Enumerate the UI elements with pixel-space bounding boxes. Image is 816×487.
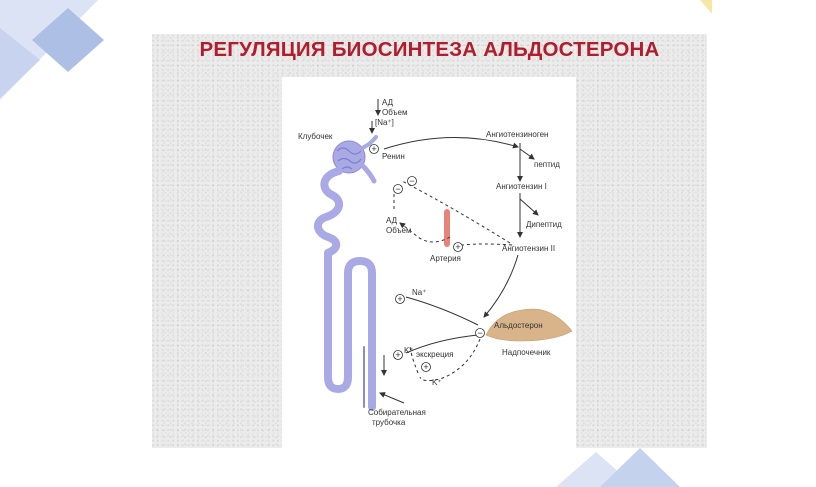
label-sodium-top: [Na⁺] bbox=[375, 118, 394, 127]
arrow-peptide-branch bbox=[519, 148, 535, 160]
label-volume-mid: Объем bbox=[386, 226, 412, 235]
deco-shape-top-right bbox=[700, 0, 712, 14]
arrow-artery-to-volume bbox=[399, 222, 451, 243]
adrenal-gland-shape bbox=[485, 308, 573, 342]
labels: АД Объем [Na⁺] Клубочек Ренин Ангиотензи… bbox=[298, 98, 562, 427]
label-aldosterone: Альдостерон bbox=[494, 321, 543, 330]
artery-shape bbox=[444, 209, 450, 247]
label-k-plus-bottom: K⁺ bbox=[432, 378, 442, 387]
label-angiotensin2: Ангиотензин II bbox=[502, 244, 555, 253]
regulation-markers: + − − + + − + + bbox=[369, 144, 485, 372]
minus-sign-renin-2: − bbox=[395, 184, 400, 194]
arrow-renin-to-angiotensinogen bbox=[383, 137, 519, 150]
label-k-plus: K⁺ bbox=[404, 346, 414, 355]
label-renin: Ренин bbox=[382, 152, 405, 161]
label-sodium: Na⁺ bbox=[412, 288, 426, 297]
slide-title: РЕГУЛЯЦИЯ БИОСИНТЕЗА АЛЬДОСТЕРОНА bbox=[199, 38, 660, 61]
plus-sign-artery: + bbox=[455, 242, 460, 252]
plus-sign-renin: + bbox=[371, 144, 376, 154]
arrow-aldosterone-to-potassium bbox=[405, 334, 479, 354]
arrow-collecting-duct bbox=[379, 392, 405, 404]
nephron-tubule bbox=[314, 167, 376, 411]
arrow-angiotensin2-to-aldosterone bbox=[483, 254, 519, 318]
label-collecting-duct-1: Собирательная bbox=[368, 408, 426, 417]
aldosterone-diagram: + − − + + − + + АД Объем [Na⁺] Клубочек … bbox=[298, 98, 573, 427]
glomerulus bbox=[332, 135, 378, 184]
dashed-arrows bbox=[393, 180, 513, 382]
plus-sign-potassium: + bbox=[395, 350, 400, 360]
arrow-angiotensin2-to-renin bbox=[401, 180, 511, 244]
label-angiotensin1: Ангиотензин I bbox=[496, 182, 547, 191]
deco-shape-bottom-right-2 bbox=[600, 448, 680, 487]
label-glomerulus: Клубочек bbox=[298, 132, 333, 141]
label-peptide: пептид bbox=[534, 160, 560, 169]
arrow-aldosterone-to-sodium bbox=[405, 296, 479, 326]
label-ad-mid: АД bbox=[386, 216, 398, 225]
minus-sign-aldosterone: − bbox=[477, 328, 482, 338]
arrows bbox=[369, 99, 539, 404]
plus-sign-sodium: + bbox=[397, 294, 402, 304]
label-angiotensinogen: Ангиотензиноген bbox=[486, 130, 548, 139]
arrow-k-loop bbox=[409, 344, 419, 374]
label-collecting-duct-2: трубочка bbox=[372, 418, 406, 427]
label-artery: Артерия bbox=[430, 254, 461, 263]
minus-sign-renin-1: − bbox=[409, 176, 414, 186]
arrow-aldosterone-to-kexcretion bbox=[419, 338, 481, 382]
arrow-dipeptide-branch bbox=[519, 198, 539, 216]
deco-shape-top-left-3 bbox=[0, 28, 40, 98]
label-ad-top: АД bbox=[382, 98, 394, 107]
deco-shape-top-left-2 bbox=[32, 8, 104, 72]
diagram-figure: + − − + + − + + АД Объем [Na⁺] Клубочек … bbox=[282, 77, 576, 448]
label-dipeptide: Дипептид bbox=[526, 220, 562, 229]
label-volume-top: Объем bbox=[382, 108, 408, 117]
label-excretion: экскреция bbox=[416, 350, 453, 359]
label-adrenal: Надпочечник bbox=[502, 348, 551, 357]
plus-sign-k-excretion: + bbox=[423, 362, 428, 372]
